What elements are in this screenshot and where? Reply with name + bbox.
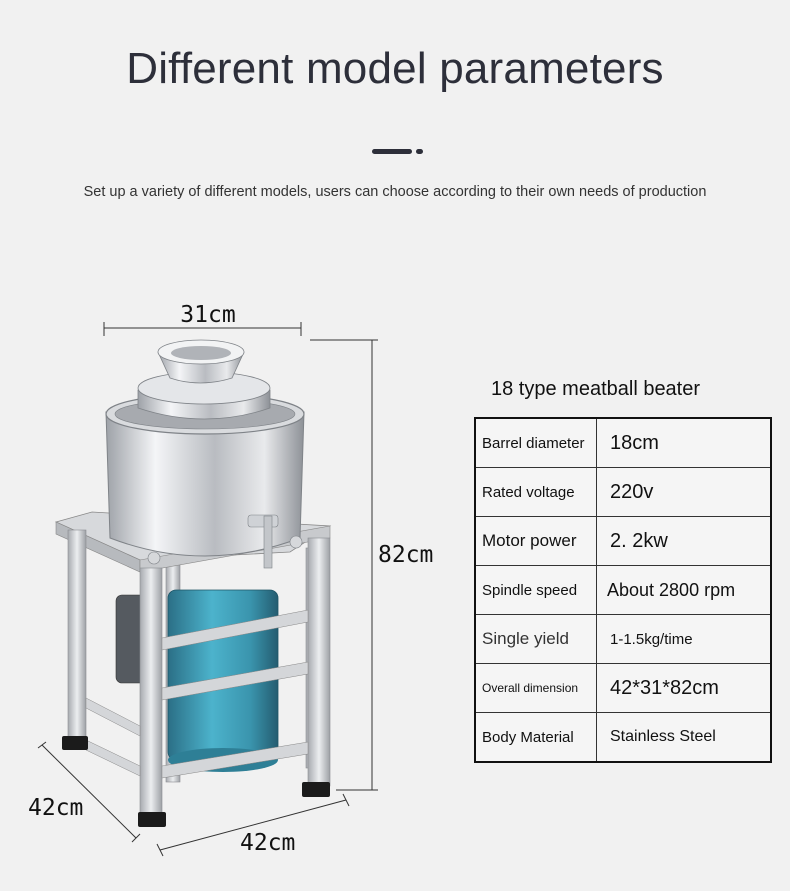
spec-label: Body Material bbox=[474, 712, 597, 763]
spec-label: Rated voltage bbox=[474, 467, 597, 517]
meatball-beater-illustration: 31cm 82cm 42cm 42cm bbox=[28, 302, 433, 857]
top-width-label: 31cm bbox=[180, 302, 235, 328]
stand-frame bbox=[54, 511, 332, 827]
model-name: 18 type meatball beater bbox=[491, 378, 701, 400]
depth-label: 42cm bbox=[28, 795, 83, 821]
spec-label: Overall dimension bbox=[474, 663, 597, 713]
title-underline-dot bbox=[416, 149, 423, 154]
spec-value: Stainless Steel bbox=[596, 712, 772, 763]
title-underline-bar bbox=[372, 149, 412, 154]
table-row: Spindle speed About 2800 rpm bbox=[474, 565, 772, 615]
table-row: Single yield 1-1.5kg/time bbox=[474, 614, 772, 664]
height-label: 82cm bbox=[378, 542, 433, 568]
spec-label: Single yield bbox=[474, 614, 597, 664]
spec-table: Barrel diameter 18cm Rated voltage 220v … bbox=[474, 417, 772, 763]
spec-value: 42*31*82cm bbox=[596, 663, 772, 713]
spec-value: About 2800 rpm bbox=[596, 565, 772, 615]
spec-value: 220v bbox=[596, 467, 772, 517]
top-width-dimension: 31cm bbox=[103, 302, 302, 336]
height-dimension: 82cm bbox=[310, 339, 433, 791]
table-row: Rated voltage 220v bbox=[474, 467, 772, 517]
page-title: Different model parameters bbox=[126, 44, 664, 93]
spec-label: Spindle speed bbox=[474, 565, 597, 615]
table-row: Motor power 2. 2kw bbox=[474, 516, 772, 566]
bottom-width-label: 42cm bbox=[240, 830, 295, 856]
bottom-width-dimension: 42cm bbox=[156, 793, 350, 857]
spec-value: 2. 2kw bbox=[596, 516, 772, 566]
spec-label: Motor power bbox=[474, 516, 597, 566]
spec-value: 18cm bbox=[596, 417, 772, 468]
table-row: Overall dimension 42*31*82cm bbox=[474, 663, 772, 713]
steel-barrel bbox=[105, 339, 305, 569]
page-subtitle: Set up a variety of different models, us… bbox=[83, 184, 707, 200]
spec-value: 1-1.5kg/time bbox=[596, 614, 772, 664]
spec-label: Barrel diameter bbox=[474, 417, 597, 468]
depth-dimension: 42cm bbox=[28, 741, 141, 843]
table-row: Barrel diameter 18cm bbox=[474, 417, 772, 468]
title-decoration bbox=[372, 149, 424, 155]
table-row: Body Material Stainless Steel bbox=[474, 712, 772, 763]
